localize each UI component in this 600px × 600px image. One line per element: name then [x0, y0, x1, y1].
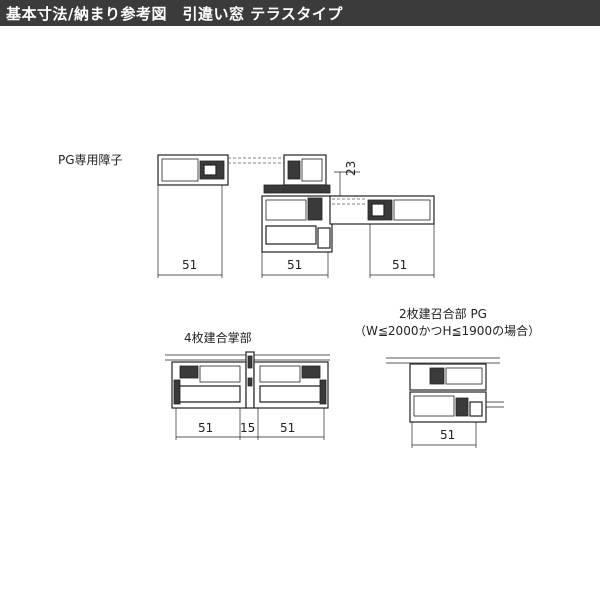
page-title: 基本寸法/納まり参考図 引違い窓 テラスタイプ	[6, 5, 343, 23]
pg-screen-section	[157, 154, 435, 278]
two-panel-label-line2: （W≦2000かつH≦1900の場合）	[354, 324, 541, 338]
four-panel-dim-right: 51	[280, 421, 296, 435]
four-panel-label: 4枚建合掌部	[184, 331, 252, 345]
two-panel-label-line1: 2枚建召合部 PG	[399, 307, 487, 321]
four-panel-section	[165, 351, 330, 440]
header-bar: 基本寸法/納まり参考図 引違い窓 テラスタイプ	[0, 0, 600, 26]
pg-screen-label: PG専用障子	[58, 153, 123, 167]
two-panel-dim: 51	[440, 428, 456, 442]
pg-dim-middle: 51	[287, 258, 303, 272]
four-panel-dim-left: 51	[198, 421, 214, 435]
pg-dim-left: 51	[182, 258, 198, 272]
pg-dim-right: 51	[392, 258, 408, 272]
four-panel-dim-center: 15	[240, 421, 256, 435]
two-panel-section	[386, 357, 504, 448]
